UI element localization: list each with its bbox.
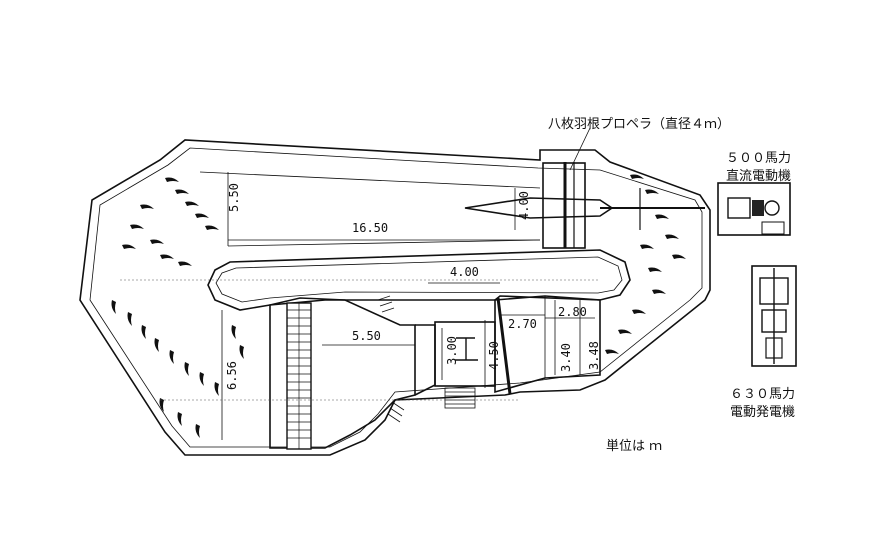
dim-diff-h1: 3.40 [559,343,573,372]
dimension-lines [221,172,595,440]
dim-return-length: 16.50 [352,221,388,235]
dim-diff-h2: 3.48 [587,341,601,370]
return-duct-upper [199,171,541,189]
generator-box [751,265,797,367]
dim-diffuser-len: 2.80 [558,305,587,319]
label-motor-type: 直流電動機 [726,169,791,184]
motor-coupling [764,200,780,216]
label-propeller: 八枚羽根プロペラ（直径４ｍ） [548,117,730,132]
external-screen-bottom [387,401,405,423]
turning-vanes-right [605,174,686,354]
motor-aux [761,221,785,235]
nozzle [414,324,436,396]
motor-box [717,182,791,236]
model-balance [455,337,478,361]
dim-settling-width: 6.56 [225,361,239,390]
honeycomb-hatch [287,303,311,449]
tunnel-inner-island-line [215,256,623,303]
external-screen-top [377,295,395,313]
label-unit: 単位は ｍ [606,438,662,454]
collector-ring [496,297,512,395]
dim-test-section: 2.70 [508,317,537,331]
dim-fan-dia: 4.00 [517,191,531,220]
tunnel-outer-wall [79,139,711,456]
tunnel-inner-island [207,249,631,311]
dim-nozzle-exit: 3.00 [445,336,459,365]
label-generator-hp: ６３０馬力 [730,387,795,402]
settling-chamber [269,299,416,449]
motor-body-2 [752,200,764,216]
tunnel-outer-wall-inner [89,147,703,448]
label-generator-type: 電動発電機 [730,405,795,420]
turning-vanes-top-left [122,177,219,266]
dim-test-entry: 4.50 [487,341,501,370]
dim-test-len: 4.00 [450,265,479,279]
label-motor-hp: ５００馬力 [726,151,791,166]
motor-body [727,197,751,219]
dim-return-width: 5.50 [227,183,241,212]
propeller-leader [569,127,591,171]
return-duct-lower [227,239,541,247]
dimension-dashes [120,279,600,401]
dim-settling-len: 5.50 [352,329,381,343]
turning-vanes-bottom-left [111,300,244,438]
test-section [434,321,496,387]
fan-nacelle [464,197,614,219]
